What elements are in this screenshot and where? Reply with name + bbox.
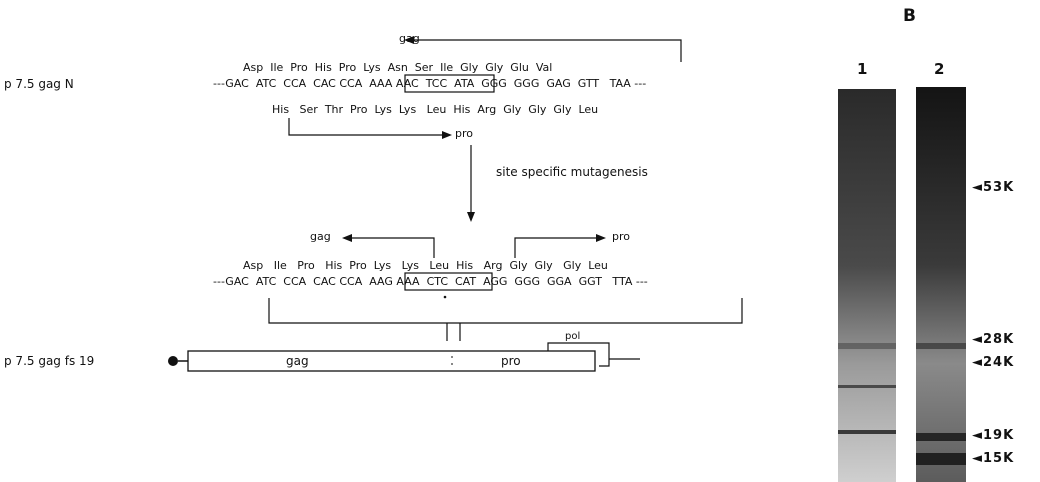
dna-sequence-top: ---GAC ATC CCA CAC CCA AAA AAC TCC ATA G…: [213, 78, 646, 90]
gel-lane-2: [916, 87, 966, 482]
pro-label-mut: pro: [612, 231, 630, 243]
gag-label-top: gag: [399, 33, 420, 45]
sequence-bracket: [269, 298, 742, 341]
pro-reading-frame-arrow-top: [289, 118, 452, 139]
mutagenesis-label: site specific mutagenesis: [496, 166, 648, 178]
panel-label-b: B: [903, 6, 916, 26]
dna-sequence-mut: ---GAC ATC CCA CAC CCA AAG AAA CTC CAT A…: [213, 276, 648, 288]
pro-label-top: pro: [455, 128, 473, 140]
lane-label-2: 2: [934, 60, 944, 78]
box-pol-label: pol: [565, 331, 580, 343]
construct-bar: [168, 343, 640, 371]
box-gag-label: gag: [286, 355, 309, 367]
box-pro-label: pro: [501, 355, 521, 367]
gel-image: [830, 85, 975, 482]
pro-reading-frame-arrow-mut: [515, 234, 606, 258]
marker-15k: ◄15K: [972, 451, 1014, 466]
marker-19k: ◄19K: [972, 428, 1014, 443]
amino-acid-sequence-gag-top: Asp Ile Pro His Pro Lys Asn Ser Ile Gly …: [243, 62, 552, 74]
construct-name-mut: p 7.5 gag fs 19: [4, 354, 94, 368]
gag-reading-frame-arrow-mut: [342, 234, 434, 258]
gel-lane-1: [838, 89, 896, 482]
lane-label-1: 1: [857, 60, 867, 78]
amino-acid-sequence-mut: Asp Ile Pro His Pro Lys Lys Leu His Arg …: [243, 260, 608, 272]
amino-acid-sequence-pro-top: His Ser Thr Pro Lys Lys Leu His Arg Gly …: [272, 104, 598, 116]
gag-reading-frame-arrow-top: [404, 36, 681, 62]
mutagenesis-arrow: [467, 145, 475, 222]
marker-53k: ◄53K: [972, 180, 1014, 195]
marker-28k: ◄28K: [972, 332, 1014, 347]
marker-24k: ◄24K: [972, 355, 1014, 370]
gag-label-mut: gag: [310, 231, 331, 243]
construct-name-top: p 7.5 gag N: [4, 77, 74, 91]
